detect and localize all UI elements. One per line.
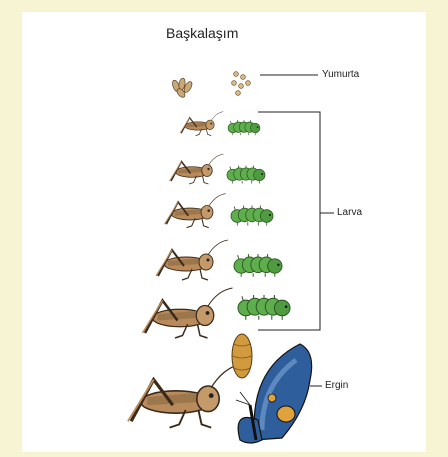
grasshopper-icon (128, 112, 243, 428)
caterpillar-icon (227, 120, 290, 320)
adult-stage-label: Ergin (325, 380, 348, 391)
grasshopper-eggs-icon (171, 78, 193, 99)
butterfly-eggs-icon (232, 72, 251, 96)
egg-stage-label: Yumurta (322, 69, 359, 80)
larva-stage-label: Larva (337, 207, 362, 218)
pupa-icon (232, 334, 252, 378)
